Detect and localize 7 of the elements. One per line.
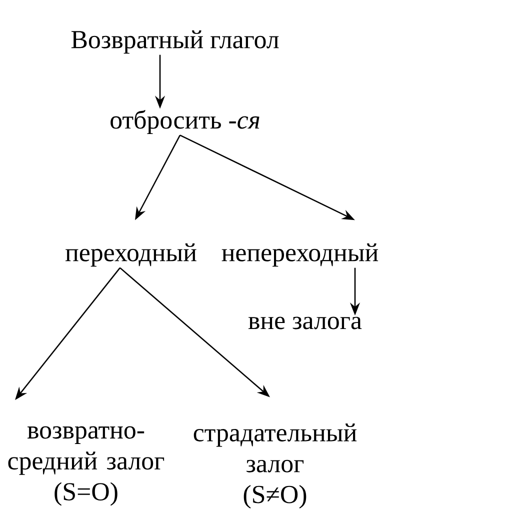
label-text: непереходный xyxy=(222,243,378,267)
label-text: вне залога xyxy=(248,316,362,330)
label-text: Возвратный глагол xyxy=(71,30,279,54)
label-text: отбросить -ся xyxy=(110,110,260,134)
label-text: переходный xyxy=(66,243,196,267)
label-text: возвратно- средний залог (S=O) xyxy=(8,426,164,506)
label-text: страдательный залог (S≠O) xyxy=(194,423,357,508)
